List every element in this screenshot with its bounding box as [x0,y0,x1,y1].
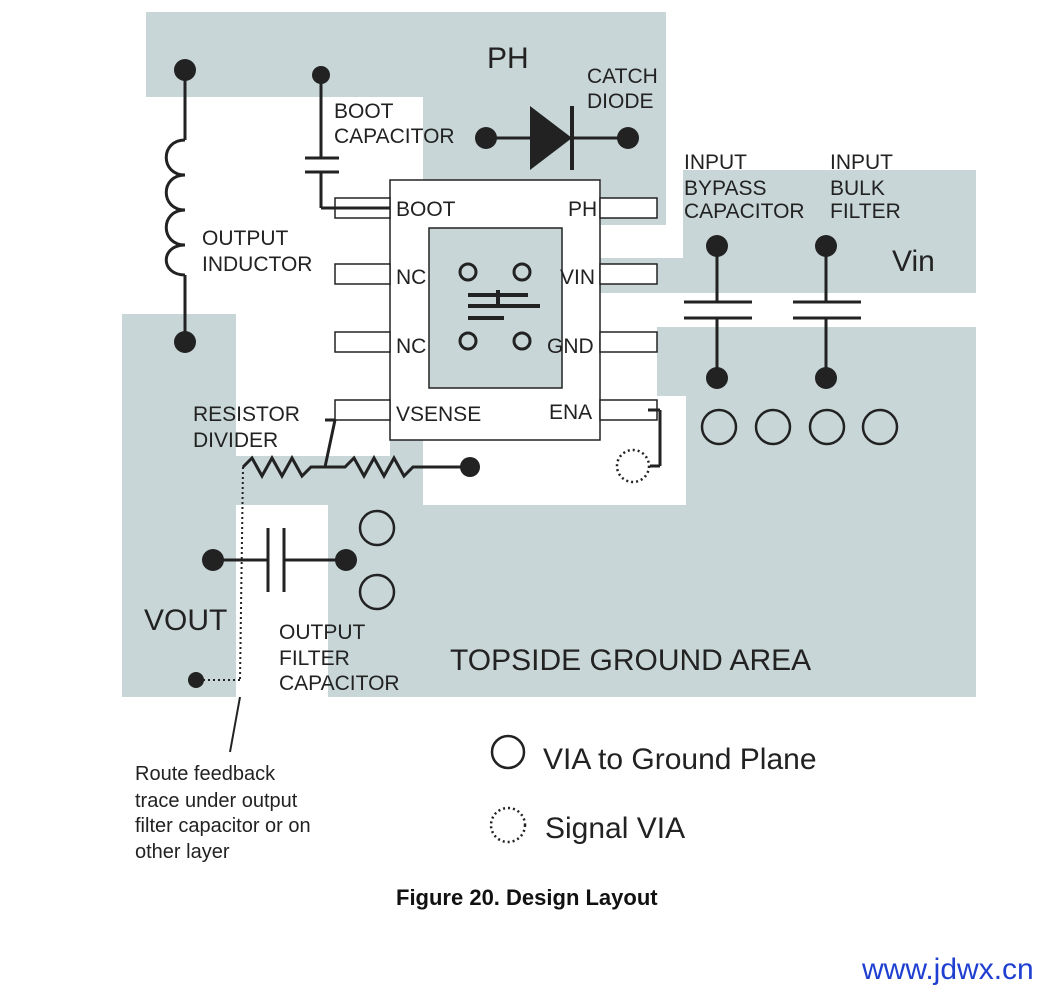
resistor-divider-label: RESISTOR [193,403,300,426]
vin-area-label: Vin [892,245,935,278]
feedback-trace [198,466,244,681]
input-bulk-label: BULK [830,177,885,200]
output-inductor-label: INDUCTOR [202,253,312,276]
pin-ph-pad [599,197,658,219]
vout-area-label: VOUT [144,604,227,637]
topside-ground-label: TOPSIDE GROUND AREA [450,644,811,677]
resistor-divider-label: DIVIDER [193,429,278,452]
figure-caption: Figure 20. Design Layout [396,885,658,910]
pin-vin-label: VIN [560,266,595,289]
pin-vsense-pad [334,399,391,421]
resistor-zigzag [241,454,470,480]
pin-vsense-label: VSENSE [396,403,481,426]
traces [164,70,861,753]
input-bypass-label: BYPASS [684,177,766,200]
input-bypass-label: INPUT [684,151,747,174]
via-icon [458,331,478,351]
inductor-coil [164,138,186,277]
boot-capacitor-label: BOOT [334,100,394,123]
feedback-note: Route feedback [135,763,276,785]
boot-capacitor-label: CAPACITOR [334,125,455,148]
output-filter-label: OUTPUT [279,621,366,644]
legend-via-label: VIA to Ground Plane [543,743,817,776]
catch-diode-label: DIODE [587,90,654,113]
output-inductor-label: OUTPUT [202,227,289,250]
input-bulk-label: FILTER [830,200,901,223]
via-icon [358,509,396,547]
vout-copper-area [122,314,423,697]
pin-gnd-pad [599,331,658,353]
via-icon [458,262,478,282]
output-filter-label: FILTER [279,647,350,670]
via-icon [512,331,532,351]
ground-vias [358,408,899,611]
pin-ph-label: PH [568,198,597,221]
legend-signal-via-icon [489,806,527,844]
ground-restore-3 [657,327,686,396]
via-icon [700,408,738,446]
ph-area-label: PH [487,42,529,75]
via-icon [861,408,899,446]
pin-nc2-pad [334,331,391,353]
via-icon [754,408,792,446]
output-filter-label: CAPACITOR [279,672,400,695]
pin-vin-pad [599,263,658,285]
pin-ena-label: ENA [549,401,592,424]
pin-gnd-label: GND [547,335,594,358]
pin-boot-label: BOOT [396,198,456,221]
feedback-note: other layer [135,841,230,863]
input-bulk-label: INPUT [830,151,893,174]
legend-via-icon [490,734,526,770]
ground-restore [686,327,976,505]
vin-copper-area [590,170,976,293]
ground-symbol-icon [468,290,540,320]
via-icon [808,408,846,446]
legend-signal-via-label: Signal VIA [545,812,685,845]
terminal-dots [174,59,837,688]
input-bypass-label: CAPACITOR [684,200,805,223]
catch-diode-label: CATCH [587,65,658,88]
watermark-text: www.jdwx.cn [861,953,1034,986]
pin-nc2-label: NC [396,335,426,358]
via-icon [358,573,396,611]
thermal-vias [458,262,532,351]
via-icon [512,262,532,282]
pin-nc1-pad [334,263,391,285]
ph-copper-area [146,12,666,225]
catch-diode-icon [530,106,574,170]
feedback-note: filter capacitor or on [135,815,311,837]
pin-nc1-label: NC [396,266,426,289]
signal-via-icon [615,448,651,484]
feedback-note: trace under output [135,790,298,812]
